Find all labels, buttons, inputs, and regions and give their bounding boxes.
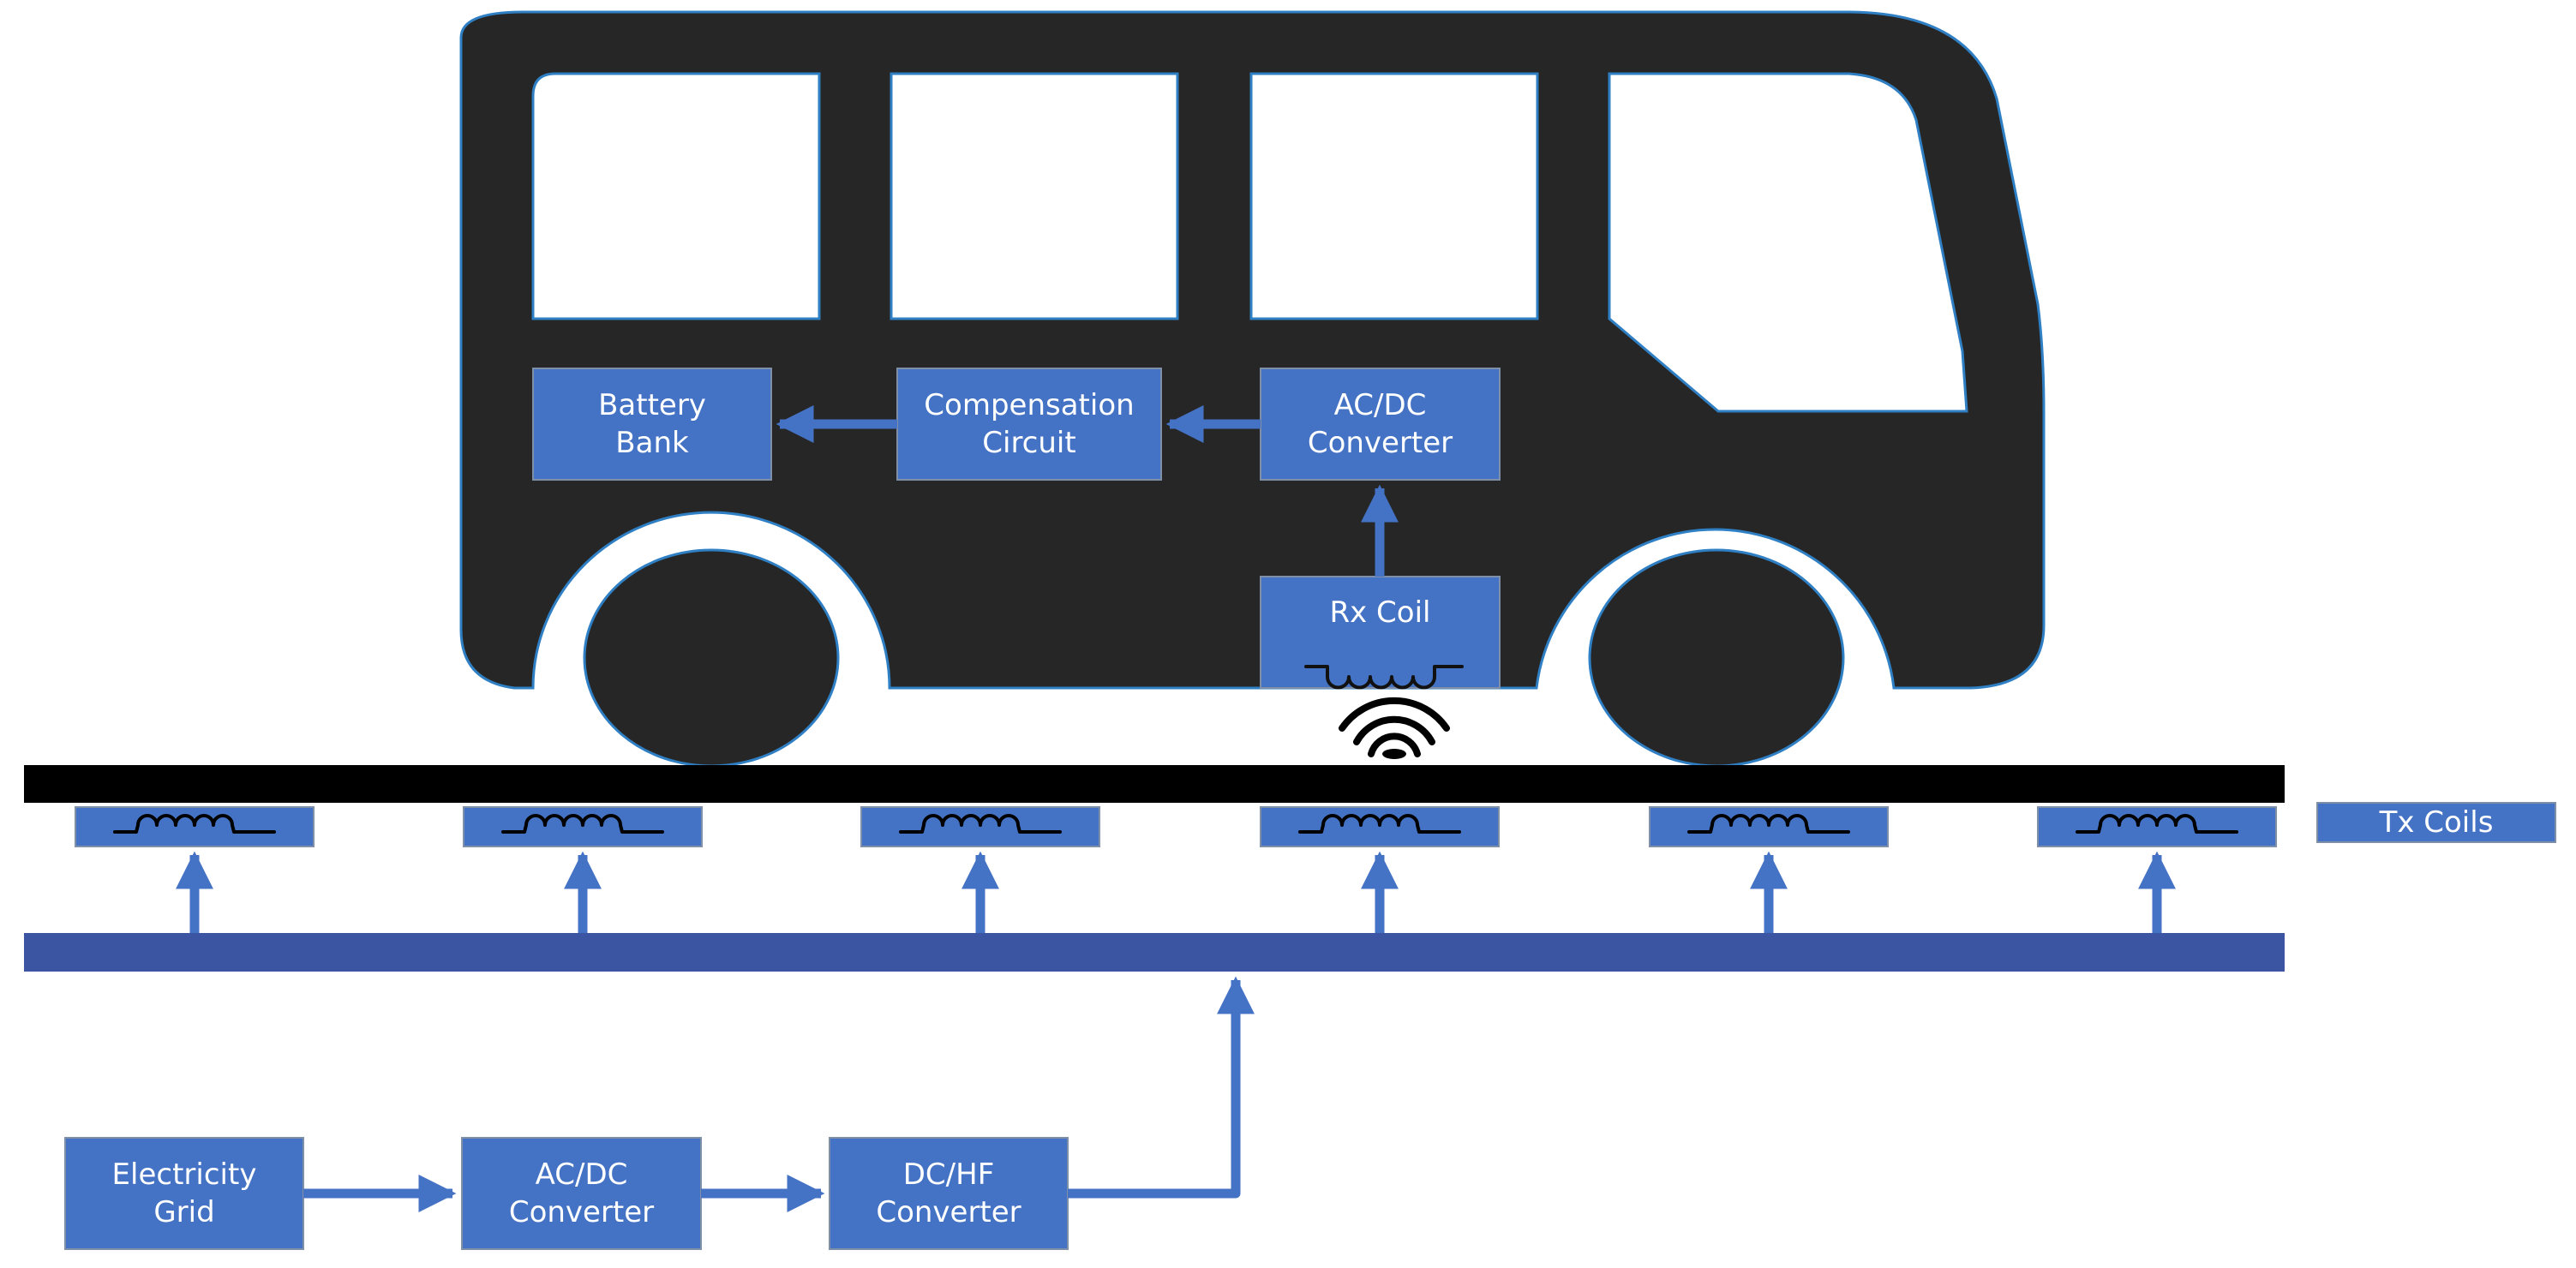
tx-coil-symbol-icon: [113, 814, 276, 834]
battery-bank-label: Battery Bank: [598, 387, 706, 460]
rx-coil-box: [1260, 576, 1501, 689]
window-1: [531, 72, 821, 320]
vehicle-ac-dc-converter-label: AC/DC Converter: [1307, 387, 1453, 460]
rear-wheel: [583, 548, 840, 768]
dc-hf-converter-label: DC/HF Converter: [876, 1157, 1021, 1229]
window-3: [1249, 72, 1539, 320]
compensation-circuit-label: Compensation Circuit: [924, 387, 1135, 460]
dc-hf-converter-box: [829, 1137, 1069, 1250]
electricity-grid-box: [64, 1137, 304, 1250]
rx-coil-label: Rx Coil: [1329, 595, 1431, 630]
tx-coil-symbol-icon: [1298, 814, 1461, 834]
vehicle-ac-dc-converter-box: [1260, 368, 1501, 481]
front-wheel: [1588, 548, 1845, 768]
electricity-grid-label: Electricity Grid: [111, 1157, 257, 1229]
tx-coil-symbol-icon: [501, 814, 664, 834]
ground-ac-dc-converter-box: [461, 1137, 702, 1250]
wireless-signal-icon: [1339, 697, 1450, 759]
tx-coil-symbol-icon: [2076, 814, 2238, 834]
tx-coil-symbol-icon: [899, 814, 1062, 834]
window-2: [890, 72, 1179, 320]
road-surface: [24, 765, 2285, 803]
tx-coil-row: [75, 806, 2277, 933]
arrow-dchf-to-bus-bar: [1068, 976, 1255, 1199]
rx-coil-symbol-icon: [1304, 665, 1464, 690]
tx-coil-symbol-icon: [1687, 814, 1850, 834]
tx-coils-label: Tx Coils: [2379, 804, 2494, 840]
ground-ac-dc-converter-label: AC/DC Converter: [508, 1157, 655, 1229]
tx-coil-box-2: [463, 806, 703, 847]
tx-coils-label-box: [2316, 802, 2556, 843]
battery-bank-box: [532, 368, 772, 481]
distribution-bus-bar: [24, 933, 2285, 972]
windshield-window: [1608, 72, 1968, 413]
